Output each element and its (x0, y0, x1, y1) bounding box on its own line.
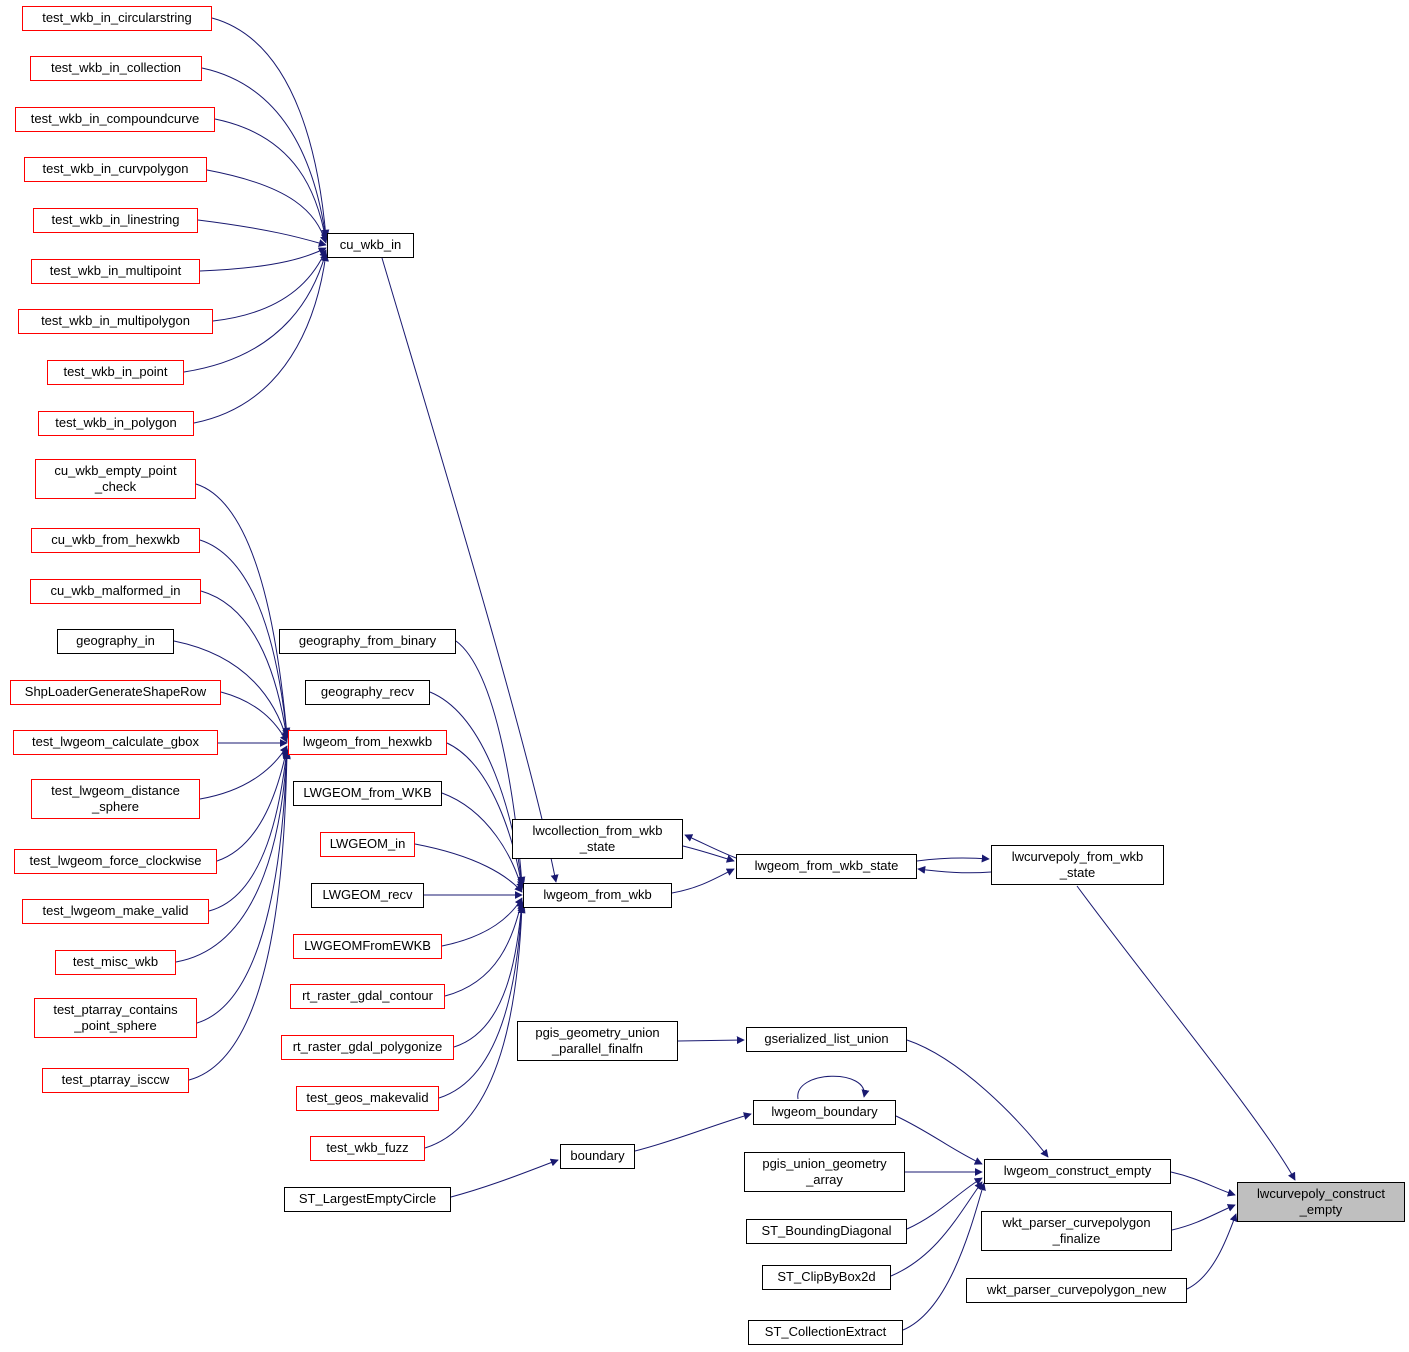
edge-ST_LargestEmptyCircle--boundary (450, 1158, 559, 1198)
node-ST_CollectionExtract[interactable]: ST_CollectionExtract (748, 1320, 903, 1345)
edge-wkt_parser_curvepolygon_new--lwcurvepoly_construct_empty (1186, 1213, 1238, 1290)
edge-test_wkb_in_collection--cu_wkb_in (201, 67, 329, 240)
node-test_lwgeom_make_valid[interactable]: test_lwgeom_make_valid (22, 899, 209, 924)
node-geography_from_binary[interactable]: geography_from_binary (279, 629, 456, 654)
edge-pgis_geometry_union_parallel_finalfn--gserialized_list_union (677, 1036, 745, 1045)
edge-ShpLoaderGenerateShapeRow--lwgeom_from_hexwkb (220, 691, 288, 743)
node-test_wkb_in_compoundcurve[interactable]: test_wkb_in_compoundcurve (15, 107, 215, 132)
node-ST_BoundingDiagonal[interactable]: ST_BoundingDiagonal (746, 1219, 907, 1244)
edge-lwgeom_boundary--lwgeom_construct_empty (895, 1115, 983, 1165)
edge-test_lwgeom_force_clockwise--lwgeom_from_hexwkb (216, 747, 290, 862)
edge-test_lwgeom_make_valid--lwgeom_from_hexwkb (208, 748, 291, 912)
node-test_wkb_in_multipoint[interactable]: test_wkb_in_multipoint (31, 259, 200, 284)
edge-test_wkb_in_curvpolygon--cu_wkb_in (206, 169, 328, 244)
node-test_geos_makevalid[interactable]: test_geos_makevalid (296, 1086, 439, 1111)
edge-test_wkb_in_circularstring--cu_wkb_in (211, 17, 330, 238)
edge-rt_raster_gdal_polygonize--lwgeom_from_wkb (453, 901, 526, 1048)
edge-gserialized_list_union--lwgeom_construct_empty (906, 1039, 1049, 1158)
node-LWGEOMFromEWKB[interactable]: LWGEOMFromEWKB (293, 934, 442, 959)
edge-lwcollection_from_wkb_state--lwgeom_from_wkb_state (682, 845, 735, 863)
node-test_wkb_in_multipolygon[interactable]: test_wkb_in_multipolygon (18, 309, 213, 334)
node-pgis_geometry_union_parallel_finalfn[interactable]: pgis_geometry_union _parallel_finalfn (517, 1021, 678, 1061)
edge-lwgeom_from_wkb_state--lwcurvepoly_from_wkb_state (916, 854, 990, 863)
node-lwgeom_from_wkb[interactable]: lwgeom_from_wkb (523, 883, 672, 908)
edge-wkt_parser_curvepolygon_finalize--lwcurvepoly_construct_empty (1171, 1204, 1236, 1231)
node-cu_wkb_in[interactable]: cu_wkb_in (327, 233, 414, 258)
edge-test_ptarray_contains_point_sphere--lwgeom_from_hexwkb (196, 750, 291, 1024)
edge-test_geos_makevalid--lwgeom_from_wkb (438, 903, 526, 1099)
node-lwcurvepoly_construct_empty: lwcurvepoly_construct _empty (1237, 1182, 1405, 1222)
edge-lwcurvepoly_from_wkb_state--lwgeom_from_wkb_state (917, 865, 992, 874)
node-pgis_union_geometry_array[interactable]: pgis_union_geometry _array (744, 1152, 905, 1192)
node-rt_raster_gdal_contour[interactable]: rt_raster_gdal_contour (290, 984, 445, 1009)
edge-rt_raster_gdal_contour--lwgeom_from_wkb (444, 899, 525, 997)
node-wkt_parser_curvepolygon_finalize[interactable]: wkt_parser_curvepolygon _finalize (981, 1211, 1172, 1251)
node-ShpLoaderGenerateShapeRow[interactable]: ShpLoaderGenerateShapeRow (10, 680, 221, 705)
edge-ST_CollectionExtract--lwgeom_construct_empty (902, 1182, 986, 1331)
edge-LWGEOM_in--lwgeom_from_wkb (414, 843, 523, 893)
node-test_wkb_in_collection[interactable]: test_wkb_in_collection (30, 56, 202, 81)
edge-test_wkb_in_polygon--cu_wkb_in (193, 253, 329, 424)
node-test_lwgeom_force_clockwise[interactable]: test_lwgeom_force_clockwise (14, 849, 217, 874)
edge-test_wkb_in_multipolygon--cu_wkb_in (212, 249, 327, 322)
node-geography_recv[interactable]: geography_recv (305, 680, 430, 705)
node-lwcurvepoly_from_wkb_state[interactable]: lwcurvepoly_from_wkb _state (991, 845, 1164, 885)
node-test_misc_wkb[interactable]: test_misc_wkb (55, 950, 176, 975)
node-cu_wkb_malformed_in[interactable]: cu_wkb_malformed_in (30, 579, 201, 604)
edge-lwgeom_from_wkb_state--lwcollection_from_wkb_state (684, 834, 737, 859)
node-lwgeom_from_hexwkb[interactable]: lwgeom_from_hexwkb (288, 730, 447, 755)
node-lwcollection_from_wkb_state[interactable]: lwcollection_from_wkb _state (512, 819, 683, 859)
edge-lwgeom_construct_empty--lwcurvepoly_construct_empty (1170, 1171, 1236, 1197)
node-test_wkb_fuzz[interactable]: test_wkb_fuzz (310, 1136, 425, 1161)
node-cu_wkb_empty_point_check[interactable]: cu_wkb_empty_point _check (35, 459, 196, 499)
node-lwgeom_boundary[interactable]: lwgeom_boundary (753, 1100, 896, 1125)
edge-LWGEOMFromEWKB--lwgeom_from_wkb (441, 897, 523, 947)
edge-geography_recv--lwgeom_from_wkb (429, 691, 526, 887)
edge-cu_wkb_from_hexwkb--lwgeom_from_hexwkb (199, 539, 291, 738)
node-LWGEOM_from_WKB[interactable]: LWGEOM_from_WKB (293, 781, 442, 806)
node-test_wkb_in_polygon[interactable]: test_wkb_in_polygon (38, 411, 194, 436)
node-cu_wkb_from_hexwkb[interactable]: cu_wkb_from_hexwkb (31, 528, 200, 553)
edge-lwcurvepoly_from_wkb_state--lwcurvepoly_construct_empty (1076, 885, 1296, 1181)
node-boundary[interactable]: boundary (560, 1144, 635, 1169)
edge-test_wkb_in_linestring--cu_wkb_in (197, 219, 327, 247)
edge-lwgeom_boundary--lwgeom_boundary (797, 1075, 870, 1100)
node-test_wkb_in_point[interactable]: test_wkb_in_point (47, 360, 184, 385)
edge-lwgeom_from_wkb--lwgeom_from_wkb_state (671, 868, 735, 894)
node-test_ptarray_isccw[interactable]: test_ptarray_isccw (42, 1068, 189, 1093)
node-test_lwgeom_calculate_gbox[interactable]: test_lwgeom_calculate_gbox (13, 730, 218, 755)
node-test_lwgeom_distance_sphere[interactable]: test_lwgeom_distance _sphere (31, 779, 200, 819)
edge-lwgeom_from_hexwkb--lwgeom_from_wkb (446, 742, 525, 889)
node-LWGEOM_recv[interactable]: LWGEOM_recv (311, 883, 424, 908)
node-test_ptarray_contains_point_sphere[interactable]: test_ptarray_contains _point_sphere (34, 998, 197, 1038)
node-test_wkb_in_circularstring[interactable]: test_wkb_in_circularstring (22, 6, 212, 31)
edge-test_wkb_in_multipoint--cu_wkb_in (199, 247, 327, 272)
node-rt_raster_gdal_polygonize[interactable]: rt_raster_gdal_polygonize (281, 1035, 454, 1060)
edge-LWGEOM_from_WKB--lwgeom_from_wkb (441, 792, 525, 891)
node-gserialized_list_union[interactable]: gserialized_list_union (746, 1027, 907, 1052)
node-wkt_parser_curvepolygon_new[interactable]: wkt_parser_curvepolygon_new (966, 1278, 1187, 1303)
edge-boundary--lwgeom_boundary (634, 1112, 752, 1152)
node-test_wkb_in_linestring[interactable]: test_wkb_in_linestring (33, 208, 198, 233)
edge-cu_wkb_malformed_in--lwgeom_from_hexwkb (200, 590, 290, 740)
node-ST_LargestEmptyCircle[interactable]: ST_LargestEmptyCircle (284, 1187, 451, 1212)
node-LWGEOM_in[interactable]: LWGEOM_in (320, 832, 415, 857)
node-lwgeom_from_wkb_state[interactable]: lwgeom_from_wkb_state (736, 854, 917, 879)
edge-ST_BoundingDiagonal--lwgeom_construct_empty (906, 1177, 983, 1230)
node-lwgeom_construct_empty[interactable]: lwgeom_construct_empty (984, 1159, 1171, 1184)
node-test_wkb_in_curvpolygon[interactable]: test_wkb_in_curvpolygon (24, 157, 207, 182)
node-ST_ClipByBox2d[interactable]: ST_ClipByBox2d (762, 1265, 891, 1290)
edge-test_wkb_in_compoundcurve--cu_wkb_in (214, 118, 329, 242)
node-geography_in[interactable]: geography_in (57, 629, 174, 654)
